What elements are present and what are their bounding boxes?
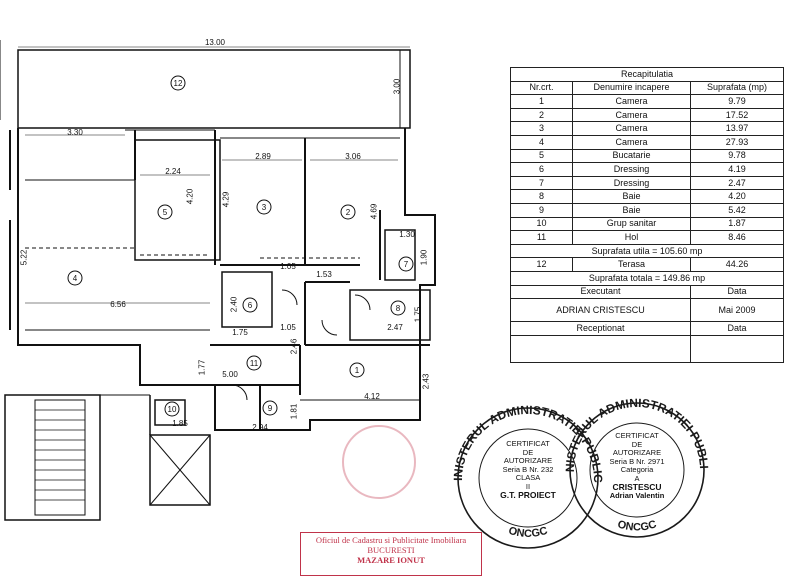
executant-label: Executant: [510, 284, 691, 300]
dim-label: 1.05: [280, 323, 296, 332]
dim-label: 3.30: [67, 128, 83, 137]
dim-label: 1.05: [280, 262, 296, 271]
room-label-8: 8: [395, 304, 401, 313]
room-label-4: 4: [72, 274, 78, 283]
dim-label: 1.81: [289, 403, 299, 420]
header-nr: Nr.crt.: [510, 80, 573, 96]
dim-label: 1.85: [172, 419, 188, 428]
receptionat-date: [689, 334, 785, 363]
dim-label: 4.69: [369, 203, 379, 220]
dim-label: 4.12: [364, 392, 380, 401]
dim-label: 1.75: [232, 328, 248, 337]
room-label-6: 6: [247, 301, 253, 310]
recap-title: Recapitulatia: [509, 67, 785, 82]
red-round-stamp: [342, 425, 416, 499]
seal-left-ring-bottom: ONCGC: [507, 525, 549, 540]
room-label-5: 5: [162, 208, 168, 217]
dim-label: 2.89: [255, 152, 271, 161]
seal-right-body: CERTIFICAT DE AUTORIZARE Seria B Nr. 297…: [609, 431, 665, 500]
receptionat-sign: [510, 334, 691, 363]
total-area: Suprafata totala = 149.86 mp: [509, 270, 785, 286]
floor-plan: [0, 40, 436, 521]
header-name: Denumire incapere: [572, 80, 691, 96]
util-area: Suprafata utila = 105.60 mp: [509, 243, 785, 259]
office-stamp: Oficiul de Cadastru si Publicitate Imobi…: [300, 532, 482, 576]
executant-name: ADRIAN CRISTESCU: [510, 298, 691, 323]
room-label-9: 9: [267, 404, 273, 413]
room-label-7: 7: [403, 260, 409, 269]
recap-table: Recapitulatia Nr.crt. Denumire incapere …: [509, 67, 785, 363]
room-label-10: 10: [167, 405, 177, 414]
header-area: Suprafata (mp): [689, 80, 785, 96]
dim-label: 2.24: [165, 167, 181, 176]
dim-label: 4.20: [185, 188, 195, 205]
executant-date: Mai 2009: [689, 298, 785, 323]
dim-label: 1.90: [419, 249, 429, 266]
receptionat-label: Receptionat: [510, 321, 691, 336]
dim-label: 1.77: [197, 359, 207, 376]
dim-label: 2.43: [421, 373, 431, 390]
room-label-3: 3: [261, 203, 267, 212]
dim-label: 5.22: [19, 249, 29, 266]
dim-label: 2.94: [252, 423, 268, 432]
dim-label: 3.00: [392, 78, 402, 95]
room-label-2: 2: [345, 208, 351, 217]
dim-label: 6.56: [110, 300, 126, 309]
dim-label: 2.46: [289, 338, 299, 355]
dim-label: 2.47: [387, 323, 403, 332]
room-label-12: 12: [173, 79, 183, 88]
data-label: Data: [689, 284, 785, 300]
data-label-2: Data: [689, 321, 785, 336]
dim-label: 2.40: [229, 296, 239, 313]
room-label-1: 1: [354, 366, 360, 375]
dim-label: 1.30: [399, 230, 415, 239]
dim-label: 1.75: [413, 306, 423, 323]
seal-right-ring-bottom: ONCGC: [616, 518, 658, 533]
seal-left-body: CERTIFICAT DE AUTORIZARE Seria B Nr. 232…: [500, 439, 556, 500]
dim-label: 4.29: [221, 191, 231, 208]
room-label-11: 11: [249, 359, 259, 368]
dim-label: 13.00: [204, 38, 226, 47]
dim-label: 5.00: [222, 370, 238, 379]
dim-label: 3.06: [345, 152, 361, 161]
dim-label: 1.53: [316, 270, 332, 279]
